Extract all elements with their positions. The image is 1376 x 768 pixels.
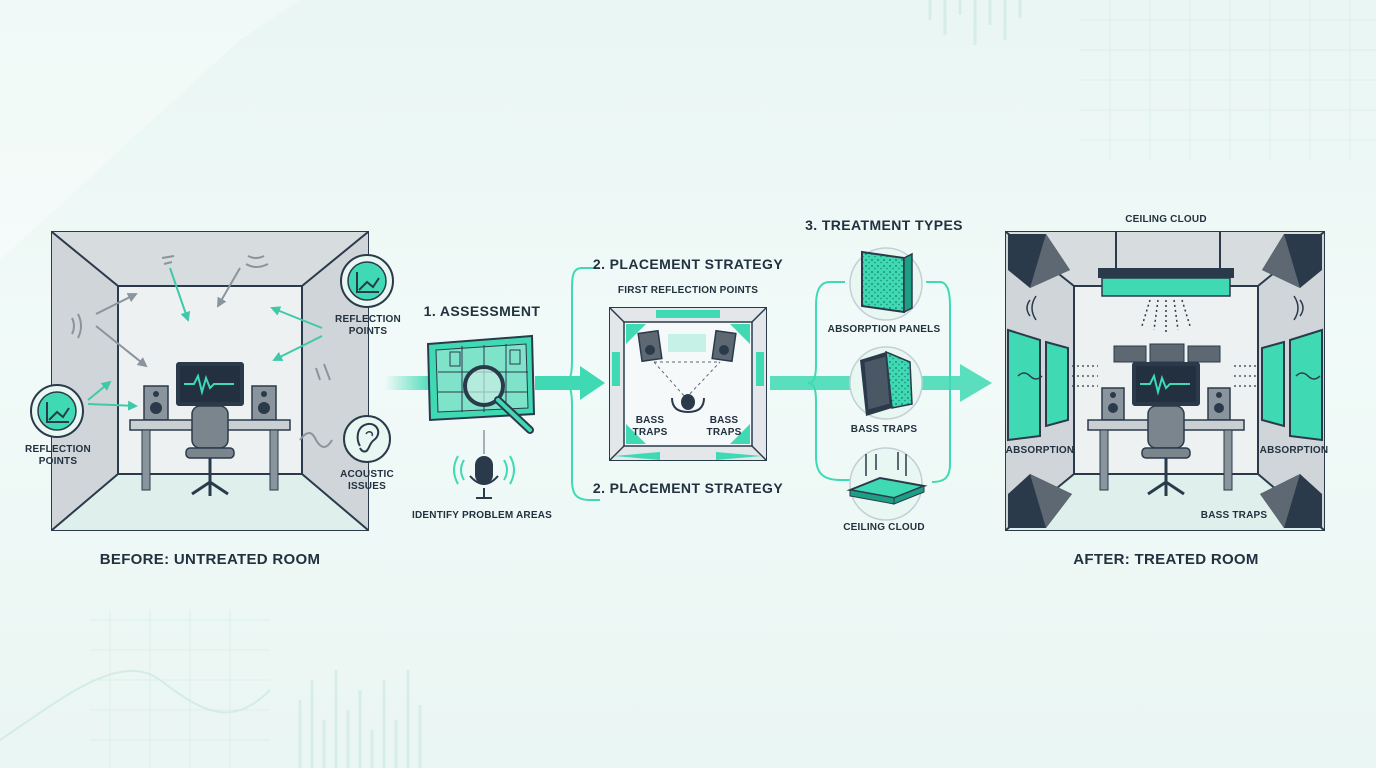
first-reflection-points-label: FIRST REFLECTION POINTS [617,285,759,296]
desk-chair-icon [185,405,235,496]
bass-trap-icon [1260,474,1322,528]
before-room [30,231,394,531]
ceiling-cloud-icon [846,447,928,521]
bass-trap-icon [849,346,923,420]
reflection-points-icon [340,254,394,308]
bass-traps-type-label: BASS TRAPS [850,424,918,435]
absorption-panel-icon [1261,328,1323,442]
bass-trap-icon [1008,234,1070,288]
before-room-title: BEFORE: UNTREATED ROOM [99,551,321,568]
bass-trap-icon [1262,234,1322,288]
step1-title: 1. ASSESSMENT [423,303,541,319]
ceiling-cloud-icon [1098,232,1234,332]
absorption-panels-label: ABSORPTION PANELS [827,324,941,335]
reflection-points-label: REFLECTION POINTS [335,314,401,337]
microphone-icon [453,455,515,499]
reflection-points-icon [30,384,84,438]
after-room-title: AFTER: TREATED ROOM [1073,551,1259,568]
step2-title: 2. PLACEMENT STRATEGY [592,256,784,272]
ceiling-cloud-type-label: CEILING CLOUD [843,522,925,533]
absorption-panel-icon [849,247,923,321]
after-bass-traps-label: BASS TRAPS [1200,510,1268,521]
studio-monitor-icon [637,329,663,363]
bass-traps-label: BASS TRAPS [632,415,668,438]
blueprint-magnifier-icon [426,334,536,434]
after-ceiling-cloud-label: CEILING CLOUD [1125,214,1207,225]
bass-trap-icon [1008,474,1072,528]
absorption-panel-icon [1007,328,1069,442]
step1-caption: IDENTIFY PROBLEM AREAS [412,510,552,521]
acoustic-issues-label: ACOUSTIC ISSUES [340,469,394,492]
ear-icon [343,415,391,463]
studio-monitor-icon [711,329,737,363]
desk-chair-icon [1141,405,1191,496]
placement-strategy-room [609,307,767,461]
reflection-points-label: REFLECTION POINTS [25,444,91,467]
step3-title: 3. TREATMENT TYPES [805,217,963,233]
step2-title-bottom: 2. PLACEMENT STRATEGY [592,480,784,496]
after-room [1005,231,1325,531]
after-absorption-label-left: ABSORPTION [1005,445,1075,456]
bass-traps-label: BASS TRAPS [706,415,742,438]
after-absorption-label-right: ABSORPTION [1259,445,1329,456]
